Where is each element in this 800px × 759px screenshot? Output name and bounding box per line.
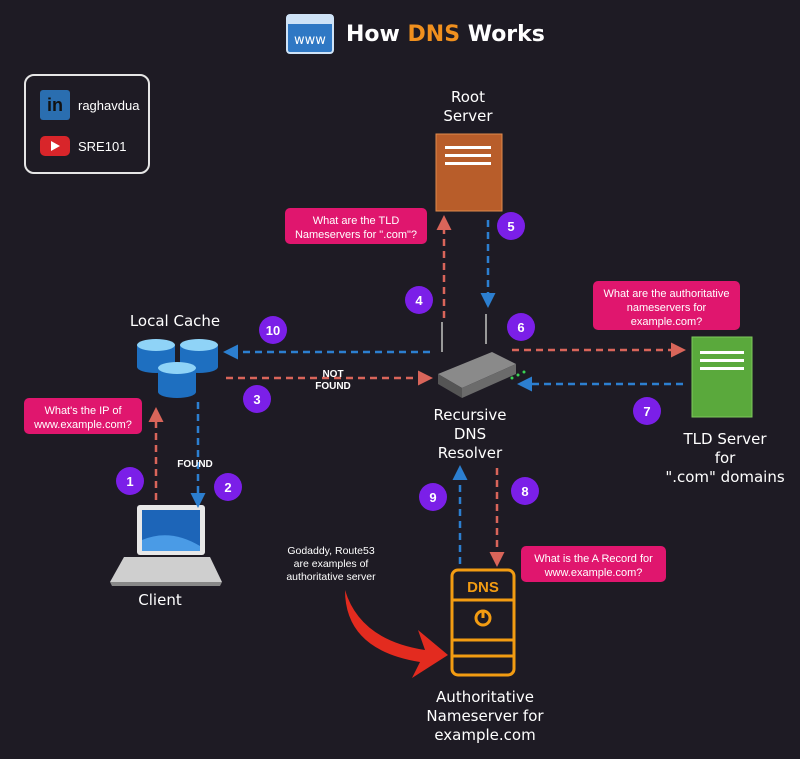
database-icon <box>137 339 218 398</box>
title-suffix: Works <box>460 21 545 47</box>
step-badge-5: 5 <box>497 212 525 240</box>
root-server-label: Root Server <box>443 88 493 125</box>
title-highlight: DNS <box>407 21 461 47</box>
authoritative-server-icon <box>450 568 516 677</box>
step-badge-8: 8 <box>511 477 539 505</box>
authoritative-label: Authoritative Nameserver for example.com <box>426 688 544 744</box>
step-badge-7: 7 <box>633 397 661 425</box>
linkedin-handle: raghavdua <box>78 97 140 113</box>
step-badge-9: 9 <box>419 483 447 511</box>
step-badge-3: 3 <box>243 385 271 413</box>
found-label: FOUND <box>177 459 213 470</box>
not-found-label: NOT FOUND <box>315 369 351 392</box>
www-icon: www <box>286 14 334 54</box>
title-prefix: How <box>346 21 408 47</box>
step-badge-4: 4 <box>405 286 433 314</box>
youtube-handle: SRE101 <box>78 138 127 154</box>
www-icon-text: www <box>294 33 326 48</box>
laptop-icon <box>110 505 222 586</box>
auth-question-callout: What are the authoritative nameservers f… <box>593 281 740 330</box>
tld-server-label: TLD Server for ".com" domains <box>665 430 785 486</box>
page-title: www How DNS Works <box>286 14 545 54</box>
step-badge-1: 1 <box>116 467 144 495</box>
root-server-icon <box>435 133 503 212</box>
client-label: Client <box>138 591 182 609</box>
local-cache-label: Local Cache <box>129 312 221 330</box>
linkedin-row[interactable]: in raghavdua <box>40 90 139 120</box>
youtube-row[interactable]: SRE101 <box>40 136 126 156</box>
step-badge-10: 10 <box>259 316 287 344</box>
youtube-icon <box>40 136 70 156</box>
authoritative-note: Godaddy, Route53 are examples of authori… <box>286 545 376 583</box>
ip-question-callout: What's the IP of www.example.com? <box>24 398 142 434</box>
step-badge-6: 6 <box>507 313 535 341</box>
title-text: How DNS Works <box>346 22 545 47</box>
linkedin-icon: in <box>40 90 70 120</box>
resolver-label: Recursive DNS Resolver <box>433 406 507 462</box>
tld-question-callout: What are the TLD Nameservers for ".com"? <box>285 208 427 244</box>
a-record-question-callout: What is the A Record for www.example.com… <box>521 546 666 582</box>
step-badge-2: 2 <box>214 473 242 501</box>
social-box: in raghavdua SRE101 <box>24 74 150 174</box>
note-arrow <box>345 590 448 678</box>
tld-server-icon <box>691 336 753 418</box>
router-icon <box>438 314 526 398</box>
dns-box-label: DNS <box>467 579 499 596</box>
